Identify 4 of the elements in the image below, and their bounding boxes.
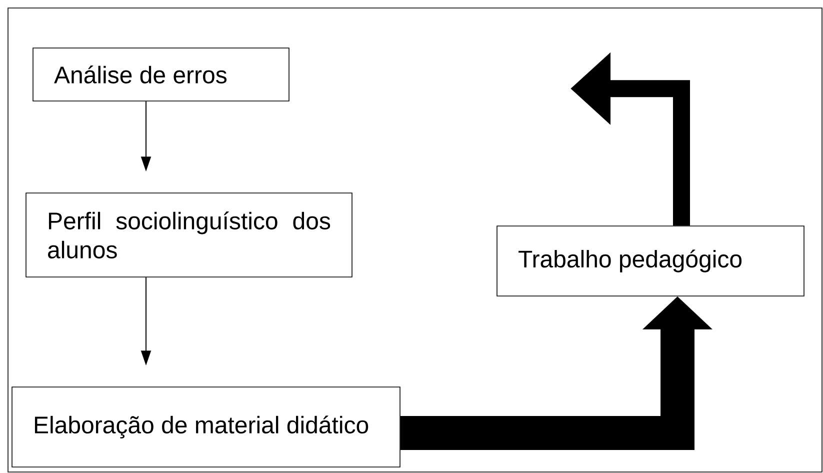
process-box: Trabalho pedagógico [496, 226, 804, 296]
process-box: Perfil sociolinguístico dos alunos [26, 192, 352, 278]
process-box: Análise de erros [32, 48, 290, 102]
process-box: Elaboração de material didático [12, 386, 400, 468]
